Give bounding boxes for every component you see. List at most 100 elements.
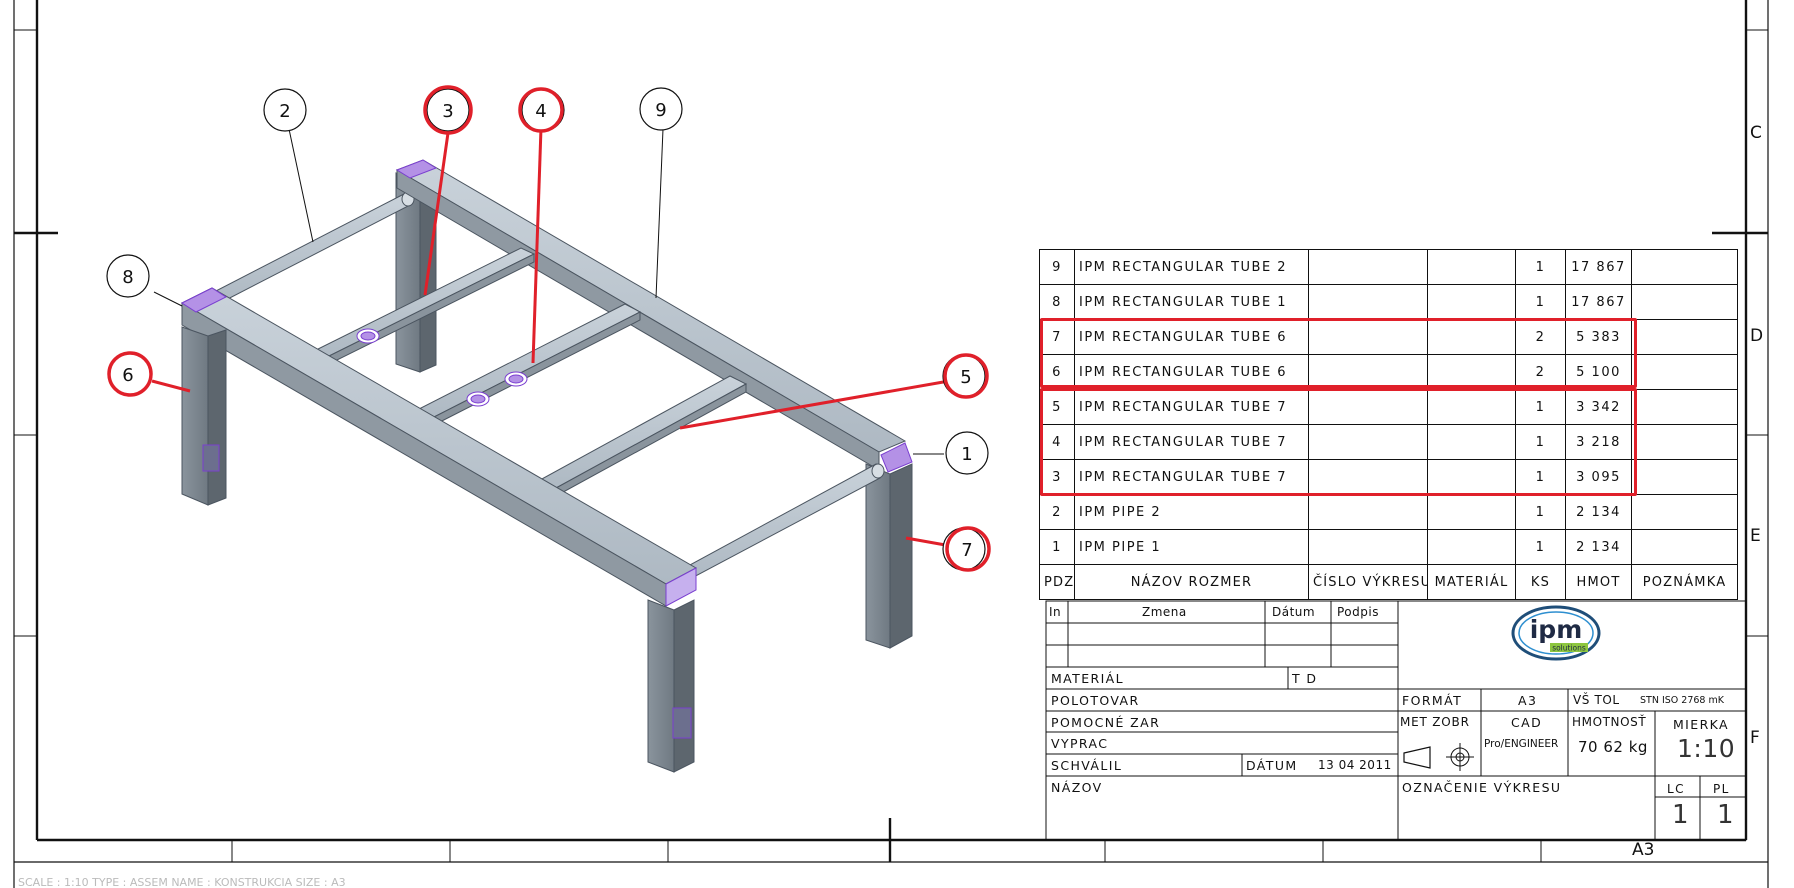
bom-cell-material xyxy=(1427,249,1516,285)
material-label: MATERIÁL xyxy=(1051,671,1124,686)
bom-cell-note xyxy=(1631,319,1738,355)
bom-cell-mass: 3 342 xyxy=(1565,389,1632,425)
bom-cell-pos: 1 xyxy=(1039,529,1075,565)
rev-index-header: In xyxy=(1049,605,1062,619)
bom-header-cell: MATERIÁL xyxy=(1427,564,1516,600)
bom-cell-material xyxy=(1427,284,1516,320)
balloon-7[interactable]: 7 xyxy=(942,526,991,572)
drawn-label: VYPRAC xyxy=(1051,736,1109,751)
svg-text:8: 8 xyxy=(122,267,133,288)
bom-header-cell: ČÍSLO VÝKRESU xyxy=(1308,564,1428,600)
bom-cell-drawing xyxy=(1308,529,1428,565)
bom-cell-drawing xyxy=(1308,494,1428,530)
bom-cell-drawing xyxy=(1308,284,1428,320)
cad-label: CAD xyxy=(1511,715,1543,730)
svg-text:6: 6 xyxy=(122,365,133,386)
bom-cell-qty: 1 xyxy=(1515,494,1566,530)
format-label: FORMÁT xyxy=(1402,693,1463,708)
bom-cell-pos: 9 xyxy=(1039,249,1075,285)
title-block-grid xyxy=(1045,600,1747,841)
bom-cell-name: IPM RECTANGULAR TUBE 6 xyxy=(1074,354,1309,390)
bom-cell-mass: 2 134 xyxy=(1565,529,1632,565)
bom-cell-material xyxy=(1427,529,1516,565)
sheets-value: 1 xyxy=(1672,800,1690,830)
bom-cell-qty: 1 xyxy=(1515,284,1566,320)
scale-value: 1:10 xyxy=(1677,734,1736,763)
balloon-9[interactable]: 9 xyxy=(639,87,683,131)
bom-cell-name: IPM PIPE 1 xyxy=(1074,529,1309,565)
bom-cell-drawing xyxy=(1308,424,1428,460)
cross-tube-5 xyxy=(538,375,748,497)
tolerance-value: STN ISO 2768 mK xyxy=(1640,695,1724,706)
balloon-3[interactable]: 3 xyxy=(423,85,473,135)
bom-cell-mass: 2 134 xyxy=(1565,494,1632,530)
assembly-model[interactable] xyxy=(180,159,913,773)
tolerance-label: VŠ TOL xyxy=(1573,693,1620,707)
balloon-1[interactable]: 1 xyxy=(945,431,989,475)
bom-cell-name: IPM RECTANGULAR TUBE 1 xyxy=(1074,284,1309,320)
bom-cell-mass: 5 100 xyxy=(1565,354,1632,390)
sheet-label: PL xyxy=(1713,782,1730,796)
rev-change-header: Zmena xyxy=(1142,605,1187,619)
td-label: T D xyxy=(1292,671,1318,686)
bom-cell-qty: 1 xyxy=(1515,249,1566,285)
bom-cell-name: IPM PIPE 2 xyxy=(1074,494,1309,530)
bom-header-cell: NÁZOV ROZMER xyxy=(1074,564,1309,600)
company-logo: ipm solutions xyxy=(1510,604,1602,662)
drawing-no-label: OZNAČENIE VÝKRESU xyxy=(1402,780,1562,795)
logo-mark: ipm solutions xyxy=(1511,605,1601,661)
bom-cell-mass: 17 867 xyxy=(1565,249,1632,285)
balloon-4[interactable]: 4 xyxy=(518,87,565,133)
bom-cell-name: IPM RECTANGULAR TUBE 7 xyxy=(1074,424,1309,460)
approved-label: SCHVÁLIL xyxy=(1051,758,1123,773)
svg-text:1: 1 xyxy=(961,444,972,465)
svg-text:3: 3 xyxy=(442,101,453,122)
cad-value: Pro/ENGINEER xyxy=(1484,738,1559,750)
bom-cell-pos: 2 xyxy=(1039,494,1075,530)
zone-letter-c: C xyxy=(1750,123,1762,143)
bom-header-cell: HMOT xyxy=(1565,564,1632,600)
sheets-label: LC xyxy=(1667,782,1685,796)
date-value: 13 04 2011 xyxy=(1318,758,1392,772)
sheet-size-label: A3 xyxy=(1632,840,1654,860)
balloon-8[interactable]: 8 xyxy=(106,254,150,298)
svg-text:9: 9 xyxy=(655,100,666,121)
bom-cell-material xyxy=(1427,459,1516,495)
bom-cell-note xyxy=(1631,354,1738,390)
zone-letter-d: D xyxy=(1750,326,1763,346)
svg-text:5: 5 xyxy=(960,367,971,388)
svg-text:solutions: solutions xyxy=(1552,644,1586,653)
scale-label: MIERKA xyxy=(1673,717,1729,732)
bom-cell-name: IPM RECTANGULAR TUBE 2 xyxy=(1074,249,1309,285)
bom-cell-name: IPM RECTANGULAR TUBE 7 xyxy=(1074,389,1309,425)
bom-cell-material xyxy=(1427,494,1516,530)
bom-cell-qty: 1 xyxy=(1515,529,1566,565)
leg-front-left xyxy=(181,326,227,506)
balloon-6[interactable]: 6 xyxy=(107,351,153,397)
blank-label: POLOTOVAR xyxy=(1051,693,1140,708)
bom-header-cell: KS xyxy=(1515,564,1566,600)
svg-text:4: 4 xyxy=(535,101,546,122)
balloon-2[interactable]: 2 xyxy=(263,88,307,132)
tube-long-front xyxy=(180,287,913,607)
bom-cell-pos: 8 xyxy=(1039,284,1075,320)
rev-date-header: Dátum xyxy=(1272,605,1316,619)
leg-front-right xyxy=(647,599,695,773)
rev-signature-header: Podpis xyxy=(1337,605,1379,619)
mass-label: HMOTNOSŤ xyxy=(1572,715,1647,729)
name-label: NÁZOV xyxy=(1051,780,1103,795)
bom-header-cell: PDZ xyxy=(1039,564,1075,600)
bom-cell-mass: 3 095 xyxy=(1565,459,1632,495)
pipe-rear xyxy=(211,191,415,303)
balloon-5[interactable]: 5 xyxy=(942,353,989,399)
pipe-front xyxy=(687,463,885,580)
bom-cell-drawing xyxy=(1308,249,1428,285)
zone-letter-e: E xyxy=(1750,526,1761,546)
